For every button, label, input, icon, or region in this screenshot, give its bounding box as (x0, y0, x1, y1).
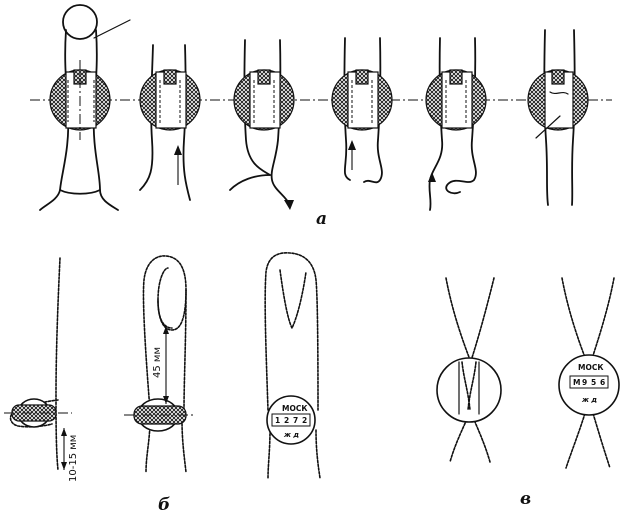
arrowhead (163, 396, 169, 404)
seal-slot (449, 69, 463, 85)
b-step-3: МОСК 1 2 7 2 ж д (264, 252, 321, 479)
rope-right (183, 289, 187, 411)
loop-dimension: 45 мм (152, 347, 163, 378)
rope-outer (264, 252, 319, 411)
rope-inner-loop (279, 269, 307, 330)
digit: 5 (591, 378, 596, 387)
b-step-2: 45 мм (124, 255, 196, 473)
seal-body (436, 357, 502, 423)
rope-inside (467, 361, 477, 411)
seal-bottom-text: ж д (283, 431, 299, 439)
rope-tail-right (181, 419, 187, 473)
step-2 (139, 44, 201, 201)
step-3 (229, 39, 295, 210)
crimped-wire (549, 91, 569, 95)
digit: 2 (302, 416, 307, 425)
rope-right-top (589, 277, 615, 366)
v-step-2: МОСК М 9 5 6 ж д (558, 277, 620, 469)
seal-slot (355, 69, 369, 85)
arrowhead (61, 462, 67, 470)
wire-left (243, 39, 271, 176)
wire-left (543, 29, 549, 206)
wire-left (343, 37, 351, 181)
seal-slot (551, 69, 565, 85)
step-1 (39, 4, 131, 211)
seal-digits: 1 2 7 2 (271, 413, 311, 427)
v-step-1 (436, 277, 502, 463)
digit-box (569, 375, 609, 389)
wire-right (92, 29, 119, 211)
rope (55, 257, 61, 471)
arrowhead (348, 140, 356, 150)
leader-line (93, 19, 131, 39)
row-v: МОСК М 9 5 6 ж д в (436, 277, 620, 509)
digit: 2 (284, 416, 289, 425)
arrowhead (428, 172, 436, 182)
arrowhead (61, 428, 67, 436)
wire-cross (59, 189, 101, 195)
panel-label-v: в (520, 489, 531, 509)
seal-slot (163, 69, 177, 85)
step-5 (425, 37, 487, 211)
arrowhead (284, 200, 294, 210)
row-a: а (30, 4, 612, 229)
seal-top-text: МОСК (578, 363, 604, 372)
wire-left (39, 29, 70, 211)
digit: 1 (275, 416, 280, 425)
seal-channel (441, 71, 473, 129)
digit: 7 (293, 416, 298, 425)
panel-label-b: б (158, 495, 170, 515)
leader-line (535, 115, 561, 139)
step-4 (331, 37, 393, 184)
arrowhead (163, 326, 169, 334)
rope-right-bottom (591, 409, 611, 469)
seal-bottom-text: ж д (581, 396, 597, 404)
wire-tail (229, 174, 271, 191)
rope-tail-left (267, 429, 271, 479)
wire-right (571, 29, 576, 206)
digit: М (573, 378, 580, 387)
digit-box (271, 413, 311, 427)
seal-slot (257, 69, 271, 85)
arrowhead (174, 145, 182, 155)
rope-inside (461, 361, 471, 411)
rope-loop-inner (157, 299, 173, 329)
tail-dimension: 10-15 мм (68, 435, 79, 482)
digit: 9 (582, 378, 587, 387)
row-b: 10-15 мм 45 мм МОСК (4, 252, 321, 515)
wire-loop (62, 4, 98, 40)
digit: 6 (600, 378, 605, 387)
b-step-1: 10-15 мм (4, 257, 79, 482)
rope-left-bottom (565, 409, 587, 469)
seal-channel (249, 71, 281, 129)
rope-left-top (561, 277, 589, 366)
seal-top-text: МОСК (282, 404, 308, 413)
wire-left (139, 44, 154, 191)
rope-tail-right (315, 429, 321, 479)
step-6 (527, 29, 589, 206)
seal-digits: М 9 5 6 (569, 375, 609, 389)
panel-label-a: а (316, 209, 327, 229)
